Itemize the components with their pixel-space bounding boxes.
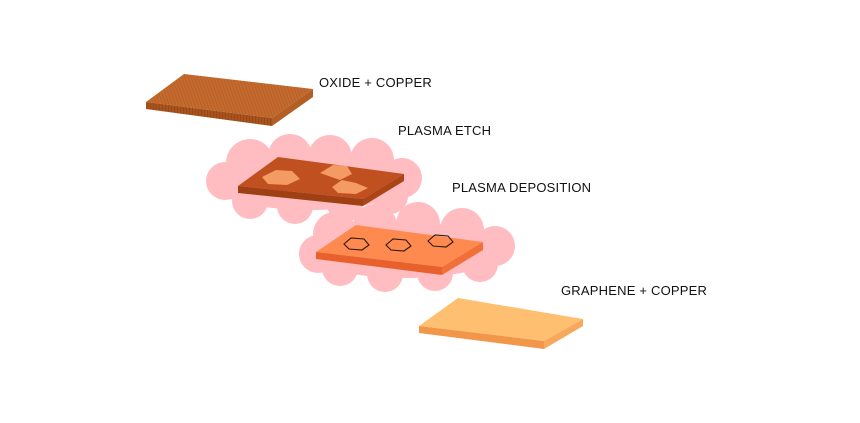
etch-slab-side	[363, 174, 404, 206]
deposition-slab-side	[442, 242, 483, 275]
graphene-copper-slab	[419, 298, 583, 349]
graphene-hexagon	[427, 234, 454, 248]
etch-patch	[320, 165, 352, 180]
graphene-hexagon	[385, 238, 412, 252]
etch-slab-front	[238, 186, 363, 206]
oxide-slab-top	[146, 74, 313, 118]
label-plasma-deposition: PLASMA DEPOSITION	[452, 180, 592, 195]
plasma-etch-slab	[238, 157, 404, 206]
label-plasma-etch: PLASMA ETCH	[398, 123, 492, 138]
deposition-slab-top	[316, 225, 483, 267]
label-oxide-copper: OXIDE + COPPER	[319, 75, 432, 90]
etch-patch	[262, 170, 300, 185]
oxide-slab-side	[272, 89, 313, 126]
label-graphene-copper: GRAPHENE + COPPER	[561, 283, 708, 298]
deposition-slab-front	[316, 252, 442, 275]
oxide-slab-front	[146, 102, 272, 126]
graphene-slab-top	[419, 298, 583, 341]
etch-patch	[332, 180, 368, 194]
graphene-slab-front	[419, 326, 544, 349]
graphene-hexagon	[343, 237, 370, 251]
oxide-copper-slab	[146, 74, 313, 126]
plasma-deposition-slab	[316, 225, 483, 275]
graphene-slab-side	[544, 319, 583, 349]
